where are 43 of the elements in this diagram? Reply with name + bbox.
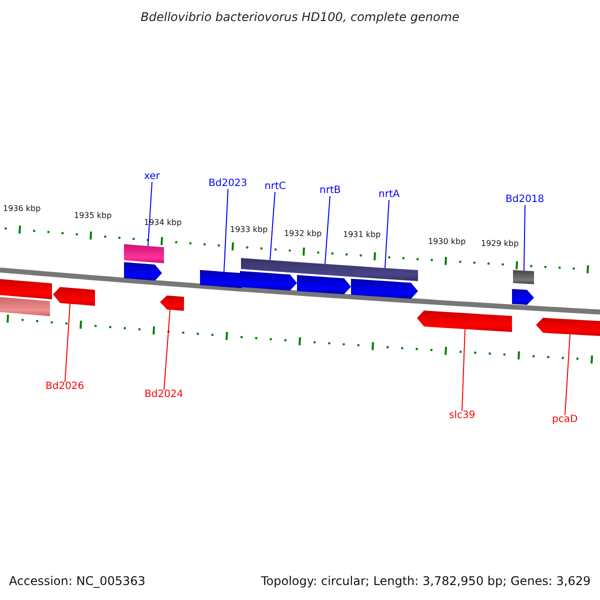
gene-block (417, 310, 512, 332)
gene-bar (124, 244, 164, 264)
gene-label: nrtC (264, 182, 286, 192)
leader-line (384, 200, 390, 269)
footer-text: Accession: NC_005363 (9, 575, 146, 587)
title: Bdellovibrio bacteriovorus HD100, complete genome (140, 11, 460, 23)
leader-line (524, 204, 526, 272)
gene-label: xer (144, 172, 160, 182)
gene-label: nrtA (378, 190, 400, 200)
gene-block (240, 270, 297, 291)
leader-line (564, 334, 570, 416)
gene-label: nrtB (320, 186, 341, 196)
gene-label: Bd2018 (506, 195, 544, 205)
leader-line (164, 309, 170, 390)
gene-bar (200, 270, 242, 288)
footer-text: Topology: circular; Length: 3,782,950 bp; Genes: 3,629 (261, 575, 591, 587)
gene-block (536, 318, 600, 336)
gene-bar (513, 270, 534, 284)
gene-block (160, 296, 184, 311)
gene-label: Bd2026 (46, 382, 84, 392)
gene-block (124, 262, 162, 281)
gene-label: Bd2023 (208, 179, 248, 189)
gene-label: pcaD (552, 415, 578, 425)
gene-bar (0, 297, 50, 316)
tick-label: 1935 kbp (74, 212, 112, 220)
gene-block (351, 278, 418, 299)
tick-label: 1929 kbp (481, 240, 519, 248)
leader-line (64, 303, 70, 382)
gene-bar (241, 258, 418, 282)
tick-label: 1933 kbp (230, 226, 268, 234)
gene-block (297, 275, 351, 294)
tick-label: 1930 kbp (428, 238, 466, 246)
leader-line (224, 188, 228, 272)
tick-label: 1932 kbp (284, 230, 322, 238)
tick-label: 1931 kbp (343, 231, 381, 239)
gene-bar (0, 279, 52, 300)
leader-line (148, 182, 152, 247)
gene-label: Bd2024 (144, 390, 184, 400)
leader-line (462, 328, 466, 412)
tick-label: 1936 kbp (3, 205, 41, 213)
gene-block (512, 288, 534, 305)
gene-label: slc39 (449, 411, 476, 421)
gene-block (53, 287, 95, 306)
